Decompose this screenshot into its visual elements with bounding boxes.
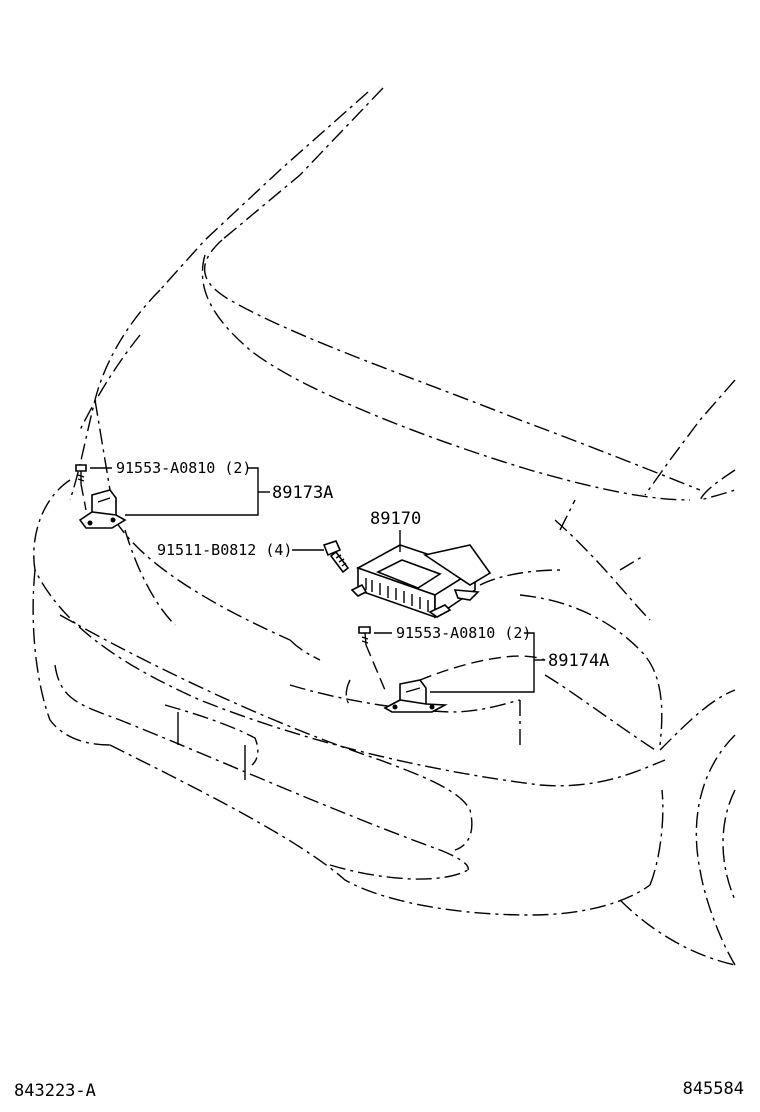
- bolt-lower-icon: [358, 626, 371, 646]
- leader-89173A: [90, 467, 270, 516]
- footer-ref-left: 843223-A: [14, 1081, 96, 1101]
- leader-89174A: [374, 632, 545, 693]
- label-bolt-upper: 91553-A0810 (2): [116, 459, 251, 477]
- front-sensor-right[interactable]: [383, 679, 448, 713]
- footer-ref-right: 845584: [683, 1079, 744, 1099]
- bolt-upper-icon: [75, 464, 87, 484]
- label-ecu: 89170: [370, 509, 421, 529]
- label-bolt-ecu: 91511-B0812 (4): [157, 541, 292, 559]
- label-sensor-left: 89173A: [272, 483, 333, 503]
- label-bolt-lower: 91553-A0810 (2): [396, 624, 531, 642]
- bolt-ecu-icon: [322, 540, 350, 574]
- bolt-upper-axis: [80, 483, 87, 511]
- bolt-lower-axis: [365, 644, 386, 691]
- label-sensor-right: 89174A: [548, 651, 609, 671]
- front-sensor-left[interactable]: [78, 489, 127, 529]
- airbag-ecu[interactable]: [350, 544, 492, 619]
- car-body-outline: [32, 87, 736, 966]
